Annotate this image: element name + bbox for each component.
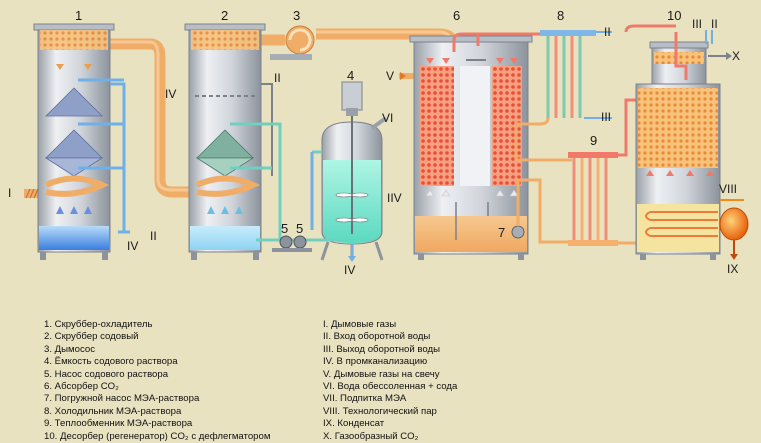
legend-item: 9. Теплообменник МЭА-раствора bbox=[44, 418, 193, 430]
legend-item: VI. Вода обессоленная + сода bbox=[323, 381, 458, 393]
legend-item: IV. В промканализацию bbox=[323, 356, 428, 368]
legend-item: 1. Скруббер-охладитель bbox=[44, 319, 153, 330]
label-3: 3 bbox=[293, 8, 300, 23]
label-7: 7 bbox=[498, 225, 505, 240]
stream-III-1: III bbox=[601, 110, 611, 124]
legend-item: 4. Ёмкость содового раствора bbox=[44, 356, 178, 368]
legend-item: IX. Конденсат bbox=[323, 418, 385, 430]
streams-legend: I. Дымовые газы II. Вход оборотной воды … bbox=[323, 319, 457, 443]
stream-VIII: VIII bbox=[719, 182, 737, 196]
flue-gas-inlet bbox=[24, 189, 44, 198]
stream-III-2: III bbox=[692, 17, 702, 31]
stream-II-4: II bbox=[711, 17, 718, 31]
stream-VI: VI bbox=[382, 111, 393, 125]
legend-item: 2. Скруббер содовый bbox=[44, 331, 139, 343]
stream-IV-1: IV bbox=[127, 239, 138, 253]
legend-item: 7. Погружной насос МЭА-раствора bbox=[44, 393, 200, 405]
mea-cooler bbox=[478, 30, 612, 162]
legend-item: VIII. Технологический пар bbox=[323, 405, 437, 417]
stream-II-1: II bbox=[150, 229, 157, 243]
label-5a: 5 bbox=[281, 221, 288, 236]
stream-V: V bbox=[386, 69, 394, 83]
label-10: 10 bbox=[667, 8, 681, 23]
mea-submersible-pump bbox=[511, 178, 530, 239]
co2-desorber bbox=[624, 24, 749, 260]
legend-item: 8. Холодильник МЭА-раствора bbox=[44, 405, 182, 417]
label-8: 8 bbox=[557, 8, 564, 23]
label-2: 2 bbox=[221, 8, 228, 23]
legend-item: I. Дымовые газы bbox=[323, 319, 397, 330]
scrubber-cooler bbox=[33, 23, 130, 260]
stream-X: X bbox=[732, 49, 740, 63]
co2-absorber bbox=[409, 35, 533, 260]
soda-scrubber bbox=[184, 23, 282, 260]
stream-IV-2: IV bbox=[165, 87, 176, 101]
soda-pumps bbox=[256, 235, 340, 252]
stream-II-2: II bbox=[274, 71, 281, 85]
label-5b: 5 bbox=[296, 221, 303, 236]
legend-item: 10. Десорбер (регенератор) CO₂ с дефлегм… bbox=[44, 430, 271, 442]
legend-item: III. Выход оборотной воды bbox=[323, 343, 440, 355]
legend-item: 3. Дымосос bbox=[44, 343, 96, 355]
stream-I: I bbox=[8, 186, 11, 200]
equipment-numbers: 1 2 3 4 5 5 6 7 8 9 10 bbox=[75, 8, 681, 240]
legend-item: 5. Насос содового раствора bbox=[44, 368, 169, 380]
label-9: 9 bbox=[590, 133, 597, 148]
legend-item: VII. Подпитка МЭА bbox=[323, 393, 407, 405]
label-4: 4 bbox=[347, 68, 354, 83]
legend-item: V. Дымовые газы на свечу bbox=[323, 368, 440, 380]
label-1: 1 bbox=[75, 8, 82, 23]
stream-IX: IX bbox=[727, 262, 738, 276]
stream-II-3: II bbox=[604, 25, 611, 39]
stream-IV-3: IV bbox=[344, 263, 355, 277]
lean-mea-line bbox=[452, 32, 480, 52]
mea-heat-exchanger bbox=[530, 98, 640, 246]
legend-item: II. Вход оборотной воды bbox=[323, 331, 431, 343]
stream-labels: I IV II IV II IV VI V IIV II III III II … bbox=[8, 17, 740, 277]
smoke-exhauster-fan bbox=[270, 25, 315, 60]
stream-IIV: IIV bbox=[387, 191, 402, 205]
soda-solution-tank bbox=[310, 81, 388, 262]
legend-item: 6. Абсорбер CO₂ bbox=[44, 381, 119, 393]
equipment-legend: 1. Скруббер-охладитель 2. Скруббер содов… bbox=[44, 319, 270, 443]
label-6: 6 bbox=[453, 8, 460, 23]
legend-item: X. Газообразный CO₂ bbox=[323, 430, 419, 442]
